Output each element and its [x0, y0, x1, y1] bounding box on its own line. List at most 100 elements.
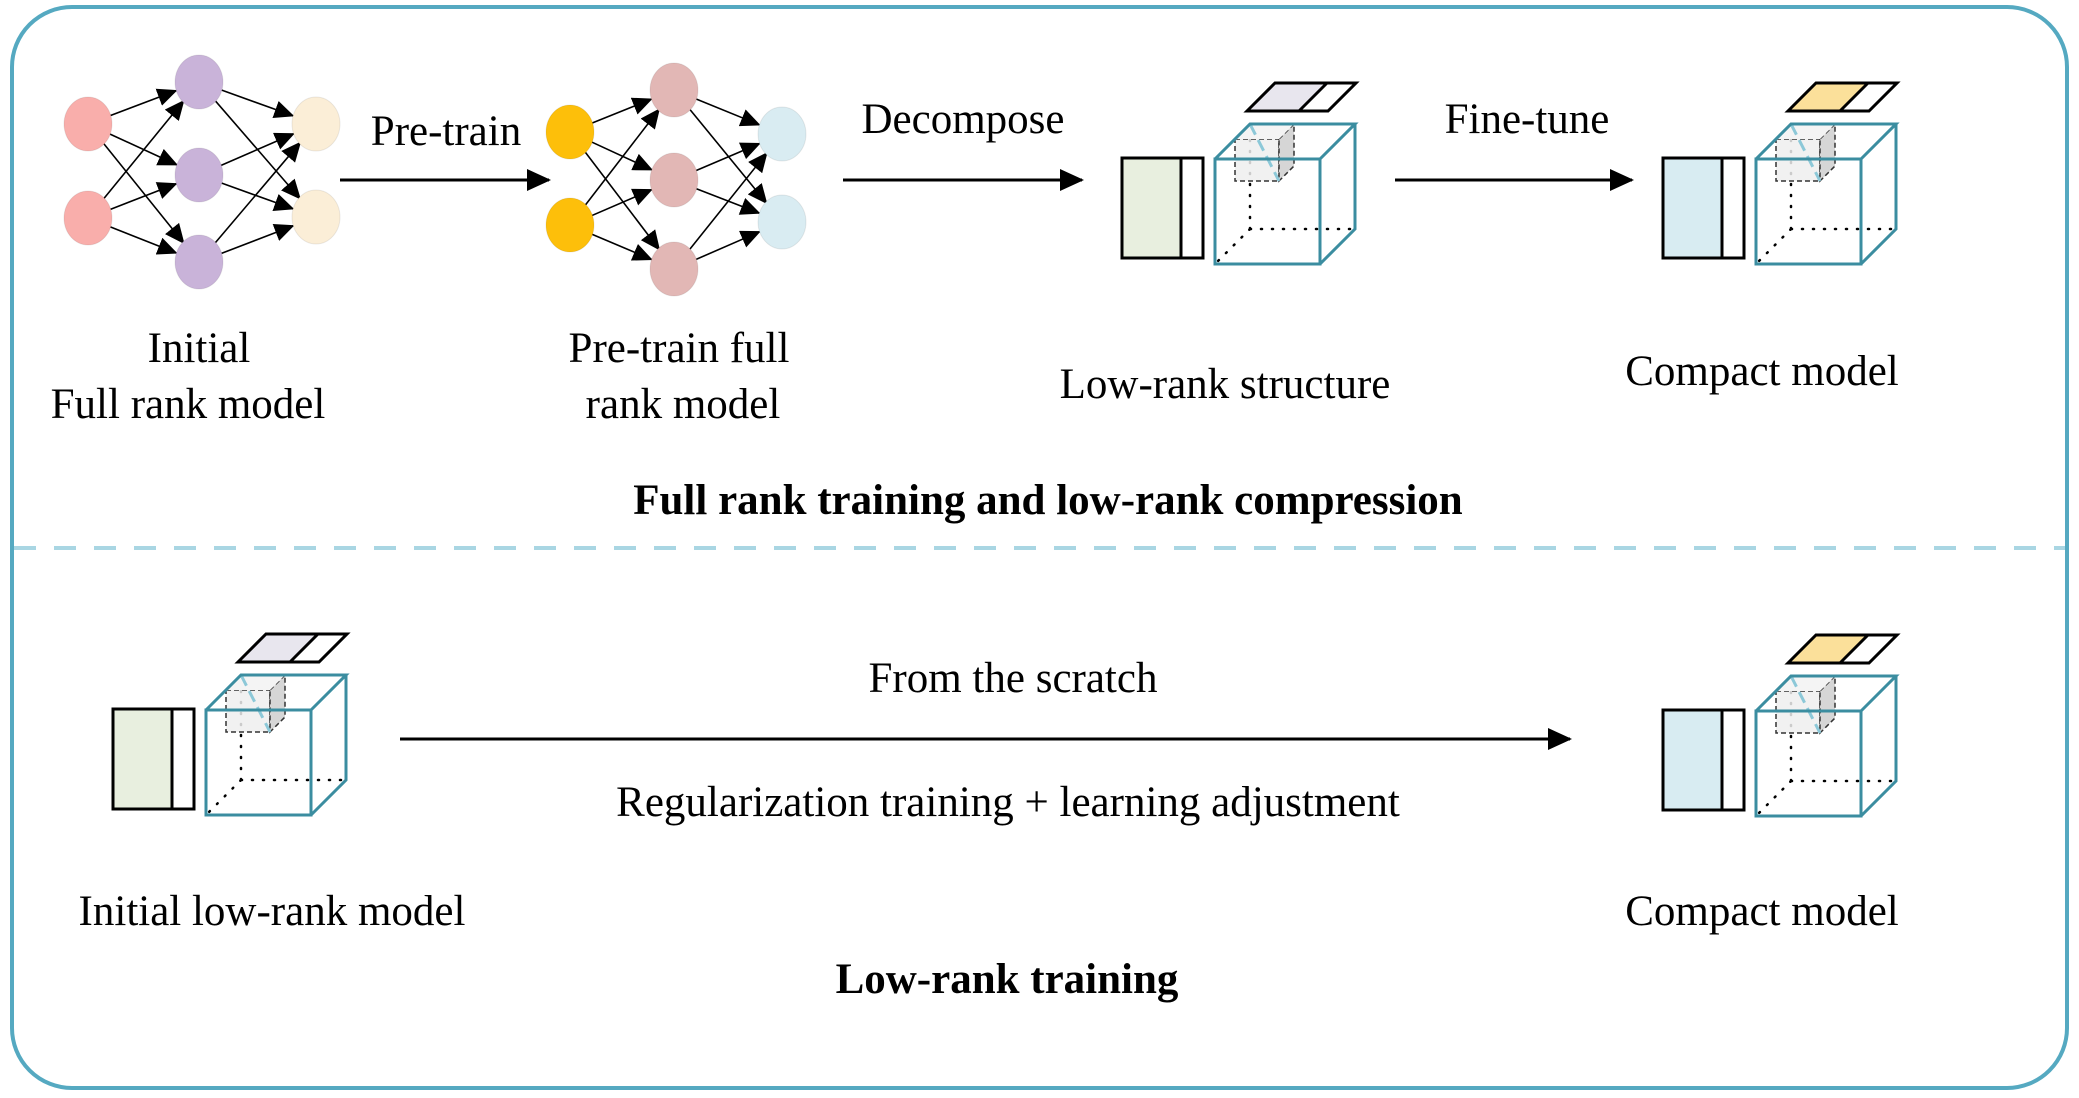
output-node: [757, 106, 807, 162]
factor-slab-fill: [1788, 83, 1868, 111]
pretrain-arrow-label: Pre-train: [371, 108, 521, 155]
network-edge-arrow: [686, 151, 768, 253]
hidden-node: [174, 147, 224, 203]
low-rank-structure-figure: [1120, 81, 1360, 266]
tensor-cube-side: [309, 675, 348, 817]
compact-model-figure-top: [1661, 81, 1901, 266]
tensor-cube-side: [1859, 124, 1898, 266]
hidden-node: [649, 152, 699, 208]
network-edge-arrow: [212, 141, 302, 247]
tensor-cube-top: [204, 673, 350, 712]
network-edge-arrow: [693, 230, 761, 262]
core-tensor-top: [226, 675, 285, 690]
core-tensor-top: [1776, 676, 1835, 691]
network-edge-arrow: [589, 188, 653, 218]
core-tensor-diagonal: [1789, 675, 1822, 734]
bottom-section-title: Low-rank training: [836, 956, 1179, 1003]
output-node: [757, 194, 807, 250]
network-edge-arrow: [218, 132, 295, 168]
input-node: [545, 104, 595, 160]
network-edge-arrow: [107, 88, 178, 118]
compact-model-label-top: Compact model: [1625, 348, 1899, 395]
tensor-cube-front: [1213, 157, 1322, 266]
network-edge-arrow: [218, 224, 295, 255]
network-edge-arrow: [582, 148, 661, 251]
network-edge-arrow: [107, 132, 179, 166]
pretrained-model-label-line2: rank model: [586, 381, 781, 428]
factor-matrix-fill: [1663, 710, 1722, 810]
network-edge-arrow: [693, 97, 761, 127]
factor-slab-fill: [1247, 83, 1327, 111]
factor-slab-split: [1297, 81, 1329, 113]
tensor-cube-front: [1754, 157, 1863, 266]
top-section-title: Full rank training and low-rank compress…: [633, 477, 1463, 524]
initial-model-label-line2: Full rank model: [51, 381, 326, 428]
tensor-cube-side: [1318, 124, 1357, 266]
network-edge-arrow: [219, 181, 295, 211]
network-edge-arrow: [589, 97, 653, 125]
finetune-arrow-label: Fine-tune: [1445, 96, 1610, 143]
core-tensor-side: [1819, 674, 1836, 735]
input-node: [63, 190, 113, 246]
core-tensor-side: [1278, 122, 1295, 183]
low-rank-structure-label: Low-rank structure: [1060, 361, 1391, 408]
tensor-cube-top: [1754, 674, 1900, 713]
core-tensor-diagonal: [1789, 123, 1822, 182]
tensor-cube-top: [1754, 122, 1900, 161]
network-edge-arrow: [693, 187, 761, 215]
core-tensor-diagonal: [239, 674, 272, 733]
core-tensor-top: [1235, 124, 1294, 139]
core-tensor-top: [1776, 124, 1835, 139]
factor-matrix-fill: [1122, 158, 1181, 258]
initial-low-rank-model-label: Initial low-rank model: [79, 888, 466, 935]
factor-slab-fill: [1788, 635, 1868, 663]
factor-slab-split: [1838, 633, 1870, 665]
output-node: [291, 96, 341, 152]
cube-hidden-edge: [1213, 227, 1252, 266]
factor-matrix: [1661, 156, 1746, 260]
pretrained-full-rank-network: [545, 62, 807, 297]
factor-matrix: [111, 707, 196, 811]
factor-slab-split: [1838, 81, 1870, 113]
cube-hidden-edge: [1754, 227, 1793, 266]
network-edge-arrow: [589, 232, 653, 261]
tensor-cube-side: [1859, 676, 1898, 818]
core-tensor-diagonal: [1248, 123, 1281, 182]
factor-matrix: [1661, 708, 1746, 812]
factor-matrix-fill: [1663, 158, 1722, 258]
network-edge-arrow: [693, 142, 761, 173]
network-edge-arrow: [582, 108, 660, 209]
hidden-node: [649, 241, 699, 297]
network-edge-arrow: [687, 106, 768, 205]
factor-slab-split: [288, 632, 320, 664]
initial-low-rank-model-figure: [111, 632, 351, 817]
network-edge-arrow: [107, 182, 178, 211]
factor-matrix-fill: [113, 709, 172, 809]
tensor-cube-top: [1213, 122, 1359, 161]
scratch-arrow-label-above: From the scratch: [869, 655, 1158, 702]
network-edge-arrow: [100, 140, 185, 245]
outer-frame: [10, 5, 2069, 1090]
compact-model-label-bottom: Compact model: [1625, 888, 1899, 935]
input-node: [545, 197, 595, 253]
scratch-arrow-label-below: Regularization training + learning adjus…: [616, 779, 1400, 826]
factor-matrix: [1120, 156, 1205, 260]
compact-model-figure-bottom: [1661, 633, 1901, 818]
pretrained-model-label-line1: Pre-train full: [569, 325, 790, 372]
hidden-node: [174, 234, 224, 290]
core-tensor-side: [269, 673, 286, 734]
tensor-cube-front: [204, 708, 313, 817]
factor-slab-fill: [238, 634, 318, 662]
output-node: [291, 189, 341, 245]
hidden-node: [174, 54, 224, 110]
initial-model-label-line1: Initial: [148, 325, 251, 372]
cube-hidden-edge: [204, 778, 243, 817]
core-tensor-side: [1819, 122, 1836, 183]
input-node: [63, 96, 113, 152]
cube-hidden-edge: [1754, 779, 1793, 818]
network-edge-arrow: [219, 88, 295, 118]
initial-full-rank-network: [63, 54, 341, 290]
decompose-arrow-label: Decompose: [862, 96, 1065, 143]
network-edge-arrow: [101, 99, 185, 202]
